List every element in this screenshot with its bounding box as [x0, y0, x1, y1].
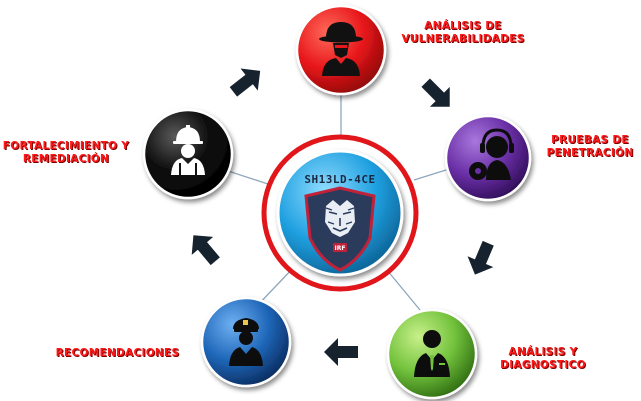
arrow-icon	[324, 338, 358, 366]
center-title: SH13LD-4CE	[304, 173, 375, 186]
connector-line	[224, 169, 269, 185]
label-recommendations: RECOMENDACIONES	[50, 347, 185, 360]
label-vulnerability-analysis: ANÁLISIS DE VULNERABILIDADES	[388, 20, 538, 46]
police-officer-icon	[229, 318, 263, 366]
label-strengthening-remediation: FORTALECIMIENTO Y REMEDIACIÓN	[0, 140, 132, 166]
construction-worker-icon	[171, 125, 205, 175]
label-line: FORTALECIMIENTO Y	[2, 140, 130, 152]
label-line: ANÁLISIS Y	[508, 346, 578, 358]
businessman-icon	[414, 330, 450, 377]
step-penetration-testing	[444, 114, 532, 202]
flow-arrows	[191, 68, 494, 366]
arrow-icon	[191, 235, 220, 266]
label-line: REMEDIACIÓN	[22, 153, 110, 165]
label-penetration-testing: PRUEBAS DE PENETRACIÓN	[540, 134, 640, 160]
irf-badge	[333, 243, 347, 252]
dj-headphones-icon	[469, 128, 514, 180]
arrow-icon	[229, 68, 261, 97]
label-line: PENETRACIÓN	[546, 147, 634, 159]
center-hub: SH13LD-4CE IRF	[261, 134, 419, 292]
irf-badge-text: IRF	[335, 245, 346, 252]
label-line: PRUEBAS DE	[551, 134, 629, 146]
step-strengthening-remediation	[142, 108, 234, 200]
tiger-head-icon	[325, 200, 355, 237]
label-analysis-diagnostics: ANÁLISIS Y DIAGNOSTICO	[488, 346, 598, 372]
arrow-icon	[467, 240, 494, 275]
arrow-icon	[421, 78, 450, 107]
step-recommendations	[200, 296, 292, 388]
label-line: RECOMENDACIONES	[55, 347, 180, 359]
step-analysis-diagnostics	[386, 308, 478, 400]
label-line: VULNERABILIDADES	[401, 33, 525, 45]
label-line: DIAGNOSTICO	[500, 359, 586, 371]
label-line: ANÁLISIS DE	[424, 20, 502, 32]
step-vulnerability-analysis	[295, 4, 387, 96]
